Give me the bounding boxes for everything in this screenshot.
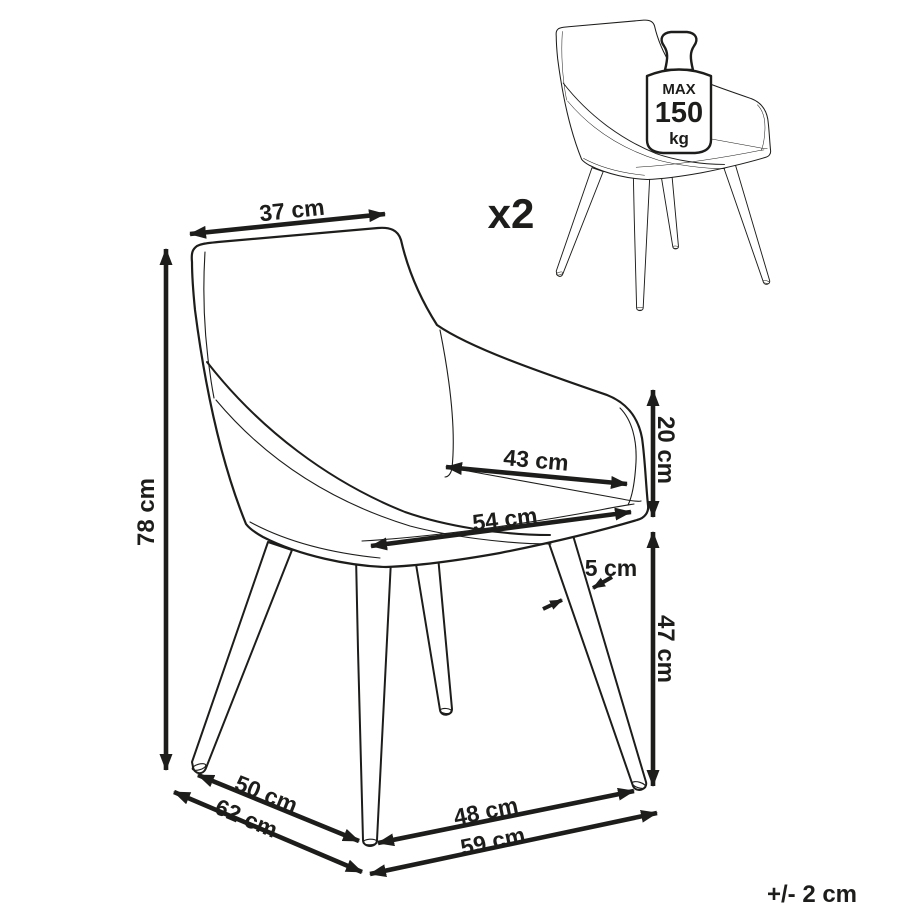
dimension-back-width: 37 cm [189, 194, 386, 239]
chair-leg-back-right [413, 551, 453, 716]
chair-leg-front-right [542, 525, 648, 791]
dimension-label-backrest-height: 20 cm [652, 416, 679, 484]
dimension-total-width: 59 cm [369, 809, 658, 878]
chair-legs [191, 525, 648, 847]
secondary-chair-drawing [555, 19, 772, 312]
dimension-seat-inner-width: 43 cm [445, 444, 628, 489]
dimension-label-seat-inner-width: 43 cm [502, 444, 569, 476]
weight-knob [660, 30, 698, 72]
weight-body [645, 68, 713, 155]
max-weight-unit: kg [669, 129, 689, 148]
chair-leg-front-center [355, 555, 392, 847]
chair-inner-left-seam [203, 251, 215, 399]
dimension-label-leg-height: 47 cm [652, 615, 679, 683]
chair-leg-back-left [191, 541, 293, 775]
dimension-seat-width: 54 cm [370, 502, 632, 551]
dimension-backrest-height: 20 cm [646, 389, 679, 518]
quantity-label: x2 [488, 190, 535, 237]
max-weight-word: MAX [662, 81, 695, 98]
tolerance-label: +/- 2 cm [767, 881, 857, 908]
max-weight-icon: MAX 150 kg [645, 30, 713, 155]
dimension-leg-thickness: 5 cm [542, 555, 637, 611]
dimension-leg-height: 47 cm [646, 531, 679, 787]
dimension-label-total-height: 78 cm [133, 478, 160, 546]
chair-seat-bottom-seam [249, 521, 381, 559]
max-weight-value: 150 [655, 97, 703, 129]
main-chair-drawing [190, 226, 650, 847]
dimension-label-leg-thickness: 5 cm [585, 555, 637, 581]
dimension-total-height: 78 cm [133, 248, 173, 771]
chair-right-armrest-inner [619, 407, 637, 506]
